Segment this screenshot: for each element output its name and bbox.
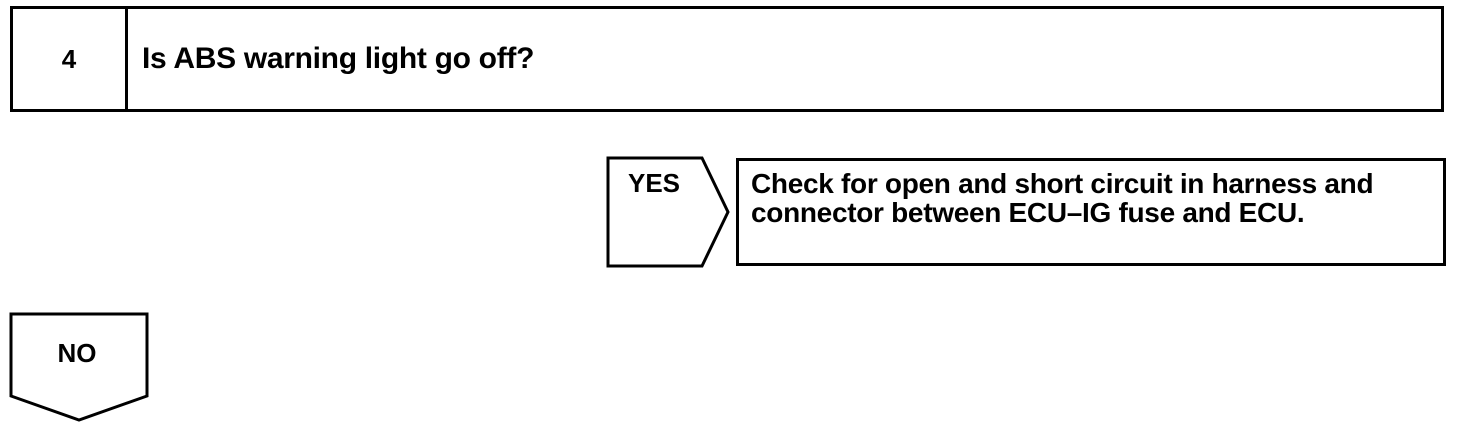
step-question: Is ABS warning light go off? [142,42,535,75]
yes-result-line-2: connector between ECU–IG fuse and ECU. [751,197,1305,228]
yes-result-box: Check for open and short circuit in harn… [736,158,1446,266]
step-box: 4 Is ABS warning light go off? [10,6,1444,112]
yes-arrow-icon [606,156,730,268]
yes-result-line-1: Check for open and short circuit in harn… [751,168,1374,199]
no-arrow-icon [9,312,149,422]
step-number: 4 [13,9,128,109]
yes-label: YES [628,168,681,198]
no-label: NO [57,338,97,368]
